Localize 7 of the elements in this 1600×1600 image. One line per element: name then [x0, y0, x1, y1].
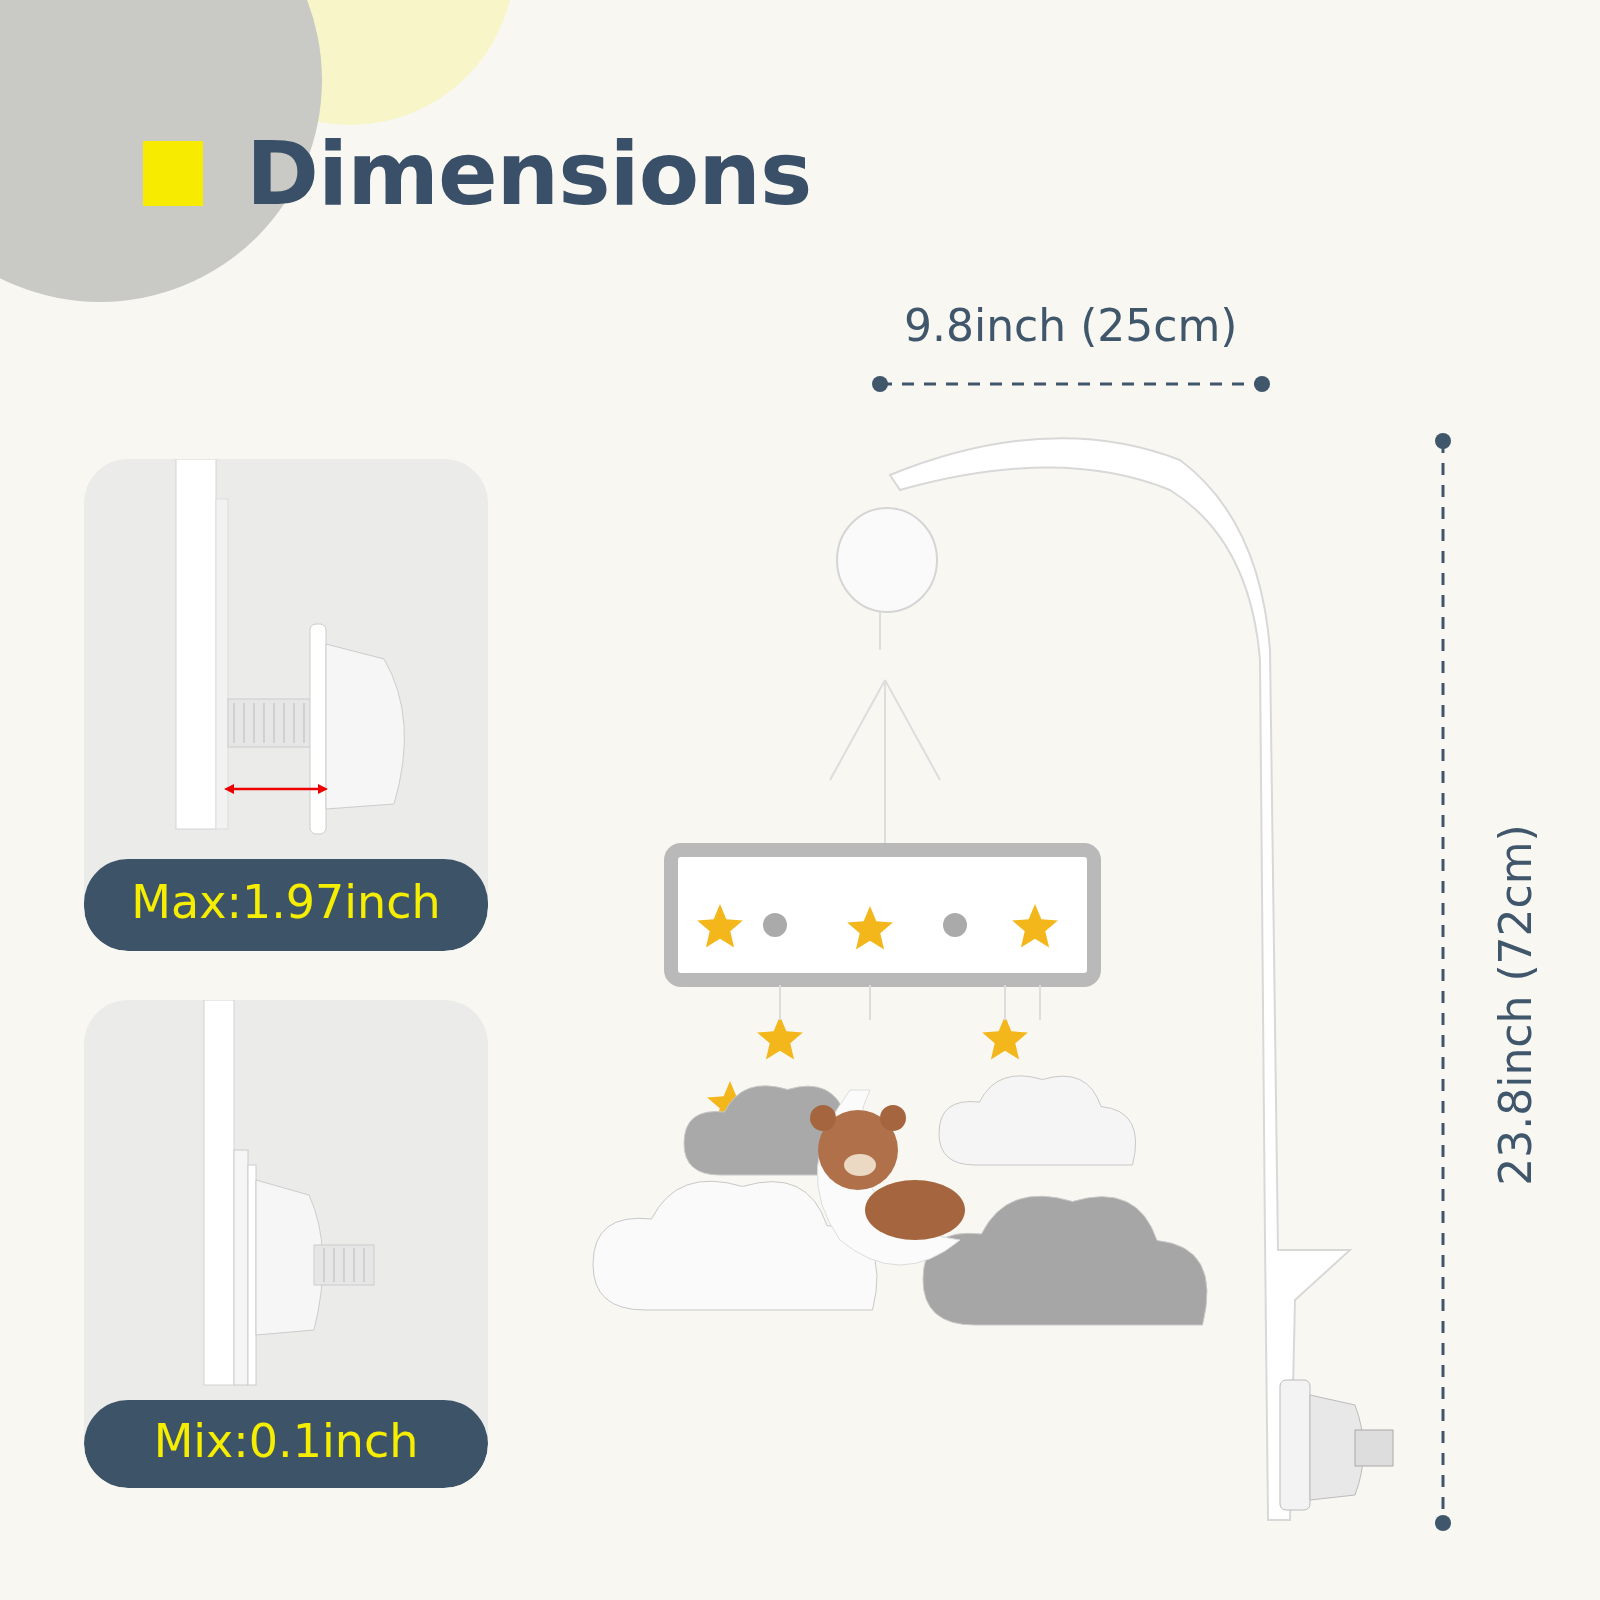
dimension-label: 23.8inch (72cm) — [1489, 824, 1541, 1186]
size-caption: Max:1.97inch — [130, 875, 442, 929]
size-caption: Mix:0.1inch — [152, 1414, 420, 1468]
photo-card — [84, 1000, 488, 1488]
title: Dimensions — [246, 122, 812, 225]
dimension-label: 9.8inch (25cm) — [904, 300, 1238, 351]
photo-card — [84, 459, 488, 951]
